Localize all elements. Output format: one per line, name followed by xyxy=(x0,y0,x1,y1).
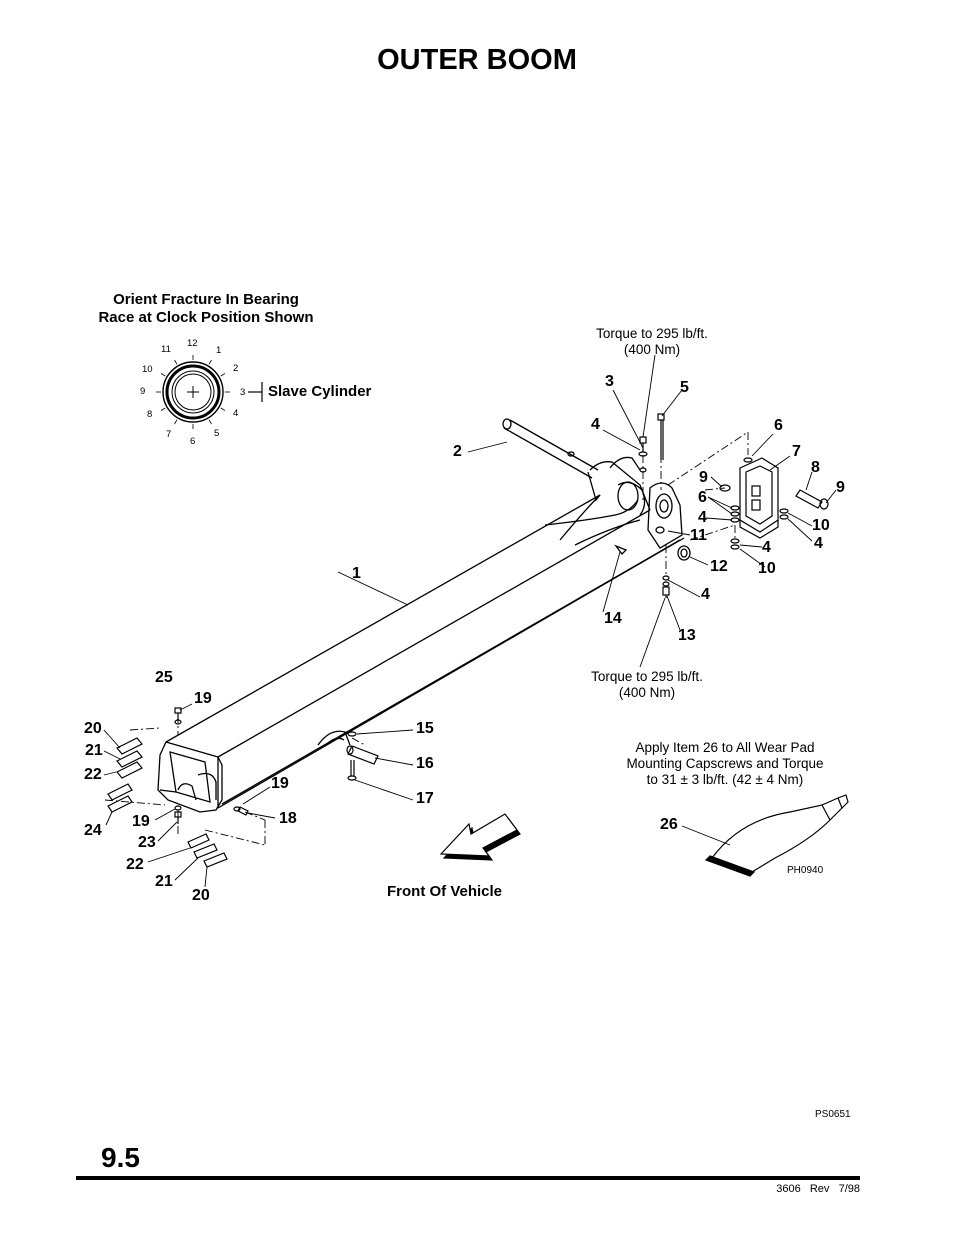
clock-label-8: 8 xyxy=(147,409,153,420)
callout-9: 9 xyxy=(836,479,845,496)
callout-14: 14 xyxy=(604,610,622,627)
callout-4: 4 xyxy=(762,539,771,556)
callout-19: 19 xyxy=(132,813,150,830)
callout-16: 16 xyxy=(416,755,434,772)
callout-17: 17 xyxy=(416,790,434,807)
callout-5: 5 xyxy=(680,379,689,396)
clock-label-9: 9 xyxy=(140,386,146,397)
page-title: OUTER BOOM xyxy=(377,44,577,76)
clock-label-10: 10 xyxy=(142,364,153,375)
clock-label-5: 5 xyxy=(214,428,220,439)
tube-code: PH0940 xyxy=(787,865,824,876)
callout-4: 4 xyxy=(701,586,710,603)
orient-note-line2: Race at Clock Position Shown xyxy=(98,309,314,326)
clock-label-1: 1 xyxy=(216,345,222,356)
figure-code: PS0651 xyxy=(815,1109,851,1120)
torque-top-line2: (400 Nm) xyxy=(623,342,681,357)
callout-21: 21 xyxy=(85,742,103,759)
outer-boom-body xyxy=(157,418,691,813)
callout-23: 23 xyxy=(138,834,156,851)
orient-note-line1: Orient Fracture In Bearing xyxy=(113,291,299,308)
callout-6: 6 xyxy=(774,417,783,434)
front-of-vehicle-label: Front Of Vehicle xyxy=(387,883,503,900)
torque-bottom-line1: Torque to 295 lb/ft. xyxy=(591,669,703,684)
callout-7: 7 xyxy=(792,443,801,460)
clock-label-4: 4 xyxy=(233,408,239,419)
sealant-tube-icon xyxy=(704,794,849,877)
callout-10: 10 xyxy=(758,560,776,577)
callout-22: 22 xyxy=(84,766,102,783)
callout-11: 11 xyxy=(690,527,707,544)
slave-cylinder-mount xyxy=(662,457,829,598)
callout-3: 3 xyxy=(605,373,614,390)
clock-label-11: 11 xyxy=(161,344,171,355)
callout-12: 12 xyxy=(710,558,728,575)
callout-4: 4 xyxy=(698,509,707,526)
callout-21: 21 xyxy=(155,873,173,890)
torque-bottom-line2: (400 Nm) xyxy=(618,685,676,700)
footer-text: 3606 Rev 7/98 xyxy=(776,1183,860,1195)
section-number: 9.5 xyxy=(101,1142,140,1173)
clock-label-12: 12 xyxy=(187,338,198,349)
clock-label-2: 2 xyxy=(233,363,239,374)
clock-label-7: 7 xyxy=(166,429,172,440)
apply-note-line3: to 31 ± 3 lb/ft. (42 ± 4 Nm) xyxy=(646,772,804,787)
apply-note-line2: Mounting Capscrews and Torque xyxy=(626,756,824,771)
callout-1: 1 xyxy=(352,565,361,582)
pin-assembly xyxy=(346,731,379,781)
callout-6: 6 xyxy=(698,489,707,506)
front-arrow-icon xyxy=(439,813,521,861)
wear-pads xyxy=(107,707,249,868)
torque-top-line1: Torque to 295 lb/ft. xyxy=(596,326,708,341)
callout-4: 4 xyxy=(591,416,600,433)
callout-10: 10 xyxy=(812,517,830,534)
callout-24: 24 xyxy=(84,822,102,839)
callout-19: 19 xyxy=(194,690,212,707)
callout-22: 22 xyxy=(126,856,144,873)
capscrews-top xyxy=(638,413,665,473)
callout-20: 20 xyxy=(84,720,102,737)
callout-4: 4 xyxy=(814,535,823,552)
callout-15: 15 xyxy=(416,720,434,737)
callout-20: 20 xyxy=(192,887,210,904)
callout-8: 8 xyxy=(811,459,820,476)
callout-26: 26 xyxy=(660,816,678,833)
callout-18: 18 xyxy=(279,810,297,827)
callout-19: 19 xyxy=(271,775,289,792)
callout-2: 2 xyxy=(453,443,462,460)
apply-note-line1: Apply Item 26 to All Wear Pad xyxy=(635,740,815,755)
clock-label-3: 3 xyxy=(240,387,246,398)
slave-cylinder-label: Slave Cylinder xyxy=(268,383,372,400)
bearing-race-icon xyxy=(156,355,263,429)
callout-25: 25 xyxy=(155,669,173,686)
callout-13: 13 xyxy=(678,627,696,644)
callout-9: 9 xyxy=(699,469,708,486)
clock-label-6: 6 xyxy=(190,436,196,447)
footer-rule xyxy=(76,1176,860,1180)
